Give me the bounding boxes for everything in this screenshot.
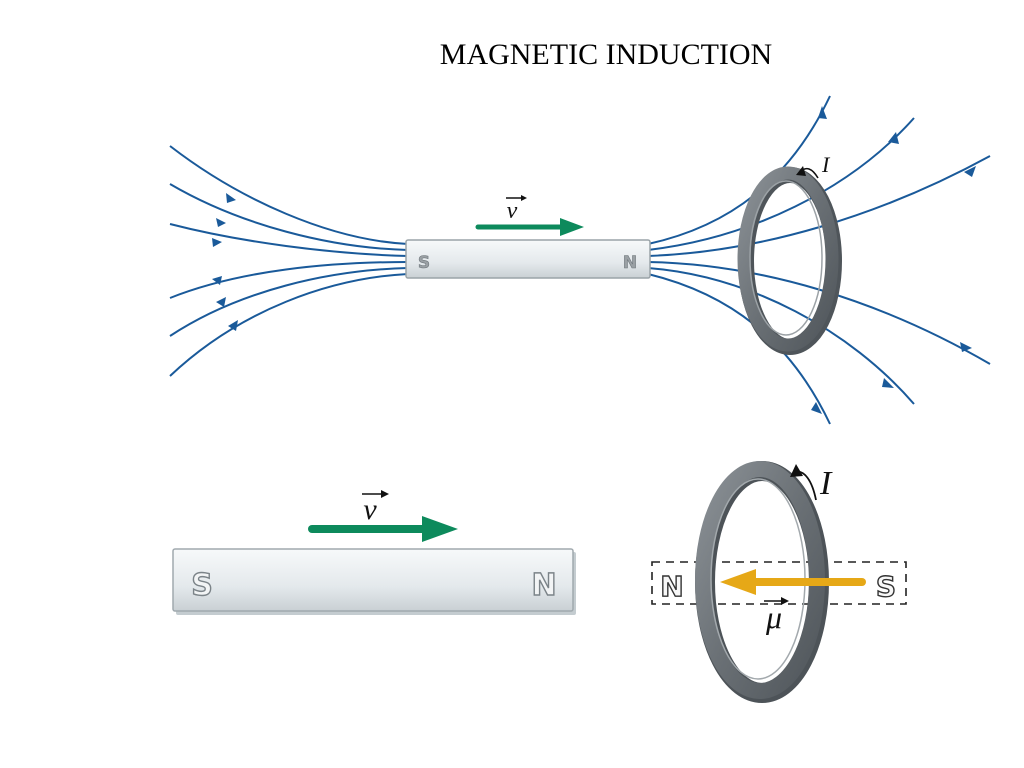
magnet-north-label: N — [623, 253, 637, 273]
magnet-south-label-bottom: S — [191, 568, 213, 603]
field-line — [647, 117, 915, 251]
field-arrowheads-right — [811, 106, 976, 414]
field-line — [647, 267, 915, 405]
magnet-north-label-bottom: N — [531, 568, 556, 603]
field-arrow — [882, 378, 894, 388]
field-arrow — [212, 276, 222, 285]
field-arrow — [811, 402, 822, 414]
field-arrow — [228, 320, 238, 331]
field-lines-left — [169, 145, 409, 377]
current-arrow-top: I — [796, 152, 831, 179]
current-arrow-bottom: I — [790, 464, 833, 502]
bottom-right-figure: N S μ I — [651, 461, 907, 703]
equivalent-magnet: N S — [651, 561, 907, 605]
field-line — [647, 261, 991, 365]
velocity-arrow-top: v — [475, 195, 584, 236]
field-line — [169, 273, 409, 377]
field-line — [169, 223, 409, 257]
field-arrow — [960, 342, 972, 352]
magnet-south-label: S — [418, 253, 430, 273]
field-arrow — [216, 297, 226, 307]
bar-magnet-top: S N — [405, 239, 651, 279]
velocity-label-bottom: v — [363, 493, 377, 526]
field-arrow — [216, 218, 226, 227]
equivalent-north-label: N — [660, 570, 683, 603]
field-arrow — [212, 238, 222, 247]
conducting-ring-top — [737, 166, 842, 355]
equivalent-south-label: S — [876, 570, 896, 603]
slide-title: MAGNETIC INDUCTION — [439, 38, 773, 71]
velocity-arrow-bottom: v — [308, 490, 458, 542]
field-arrow — [818, 106, 827, 119]
field-line — [169, 261, 409, 299]
field-line — [169, 267, 409, 337]
top-figure: S N v I — [169, 95, 991, 425]
field-arrow — [888, 132, 899, 144]
current-label-bottom: I — [819, 465, 833, 502]
bottom-left-figure: v S N — [172, 490, 576, 615]
field-arrow — [964, 166, 976, 177]
field-arrowheads-left — [212, 193, 238, 331]
field-lines-right — [647, 95, 991, 425]
moment-label: μ — [765, 599, 782, 635]
magnetic-moment-arrow: μ — [720, 569, 866, 635]
field-line — [169, 145, 409, 245]
bar-magnet-bottom: S N — [172, 548, 576, 615]
velocity-label-top: v — [507, 198, 518, 224]
field-arrow — [226, 193, 236, 203]
current-label-top: I — [821, 152, 831, 177]
field-line — [169, 183, 409, 251]
